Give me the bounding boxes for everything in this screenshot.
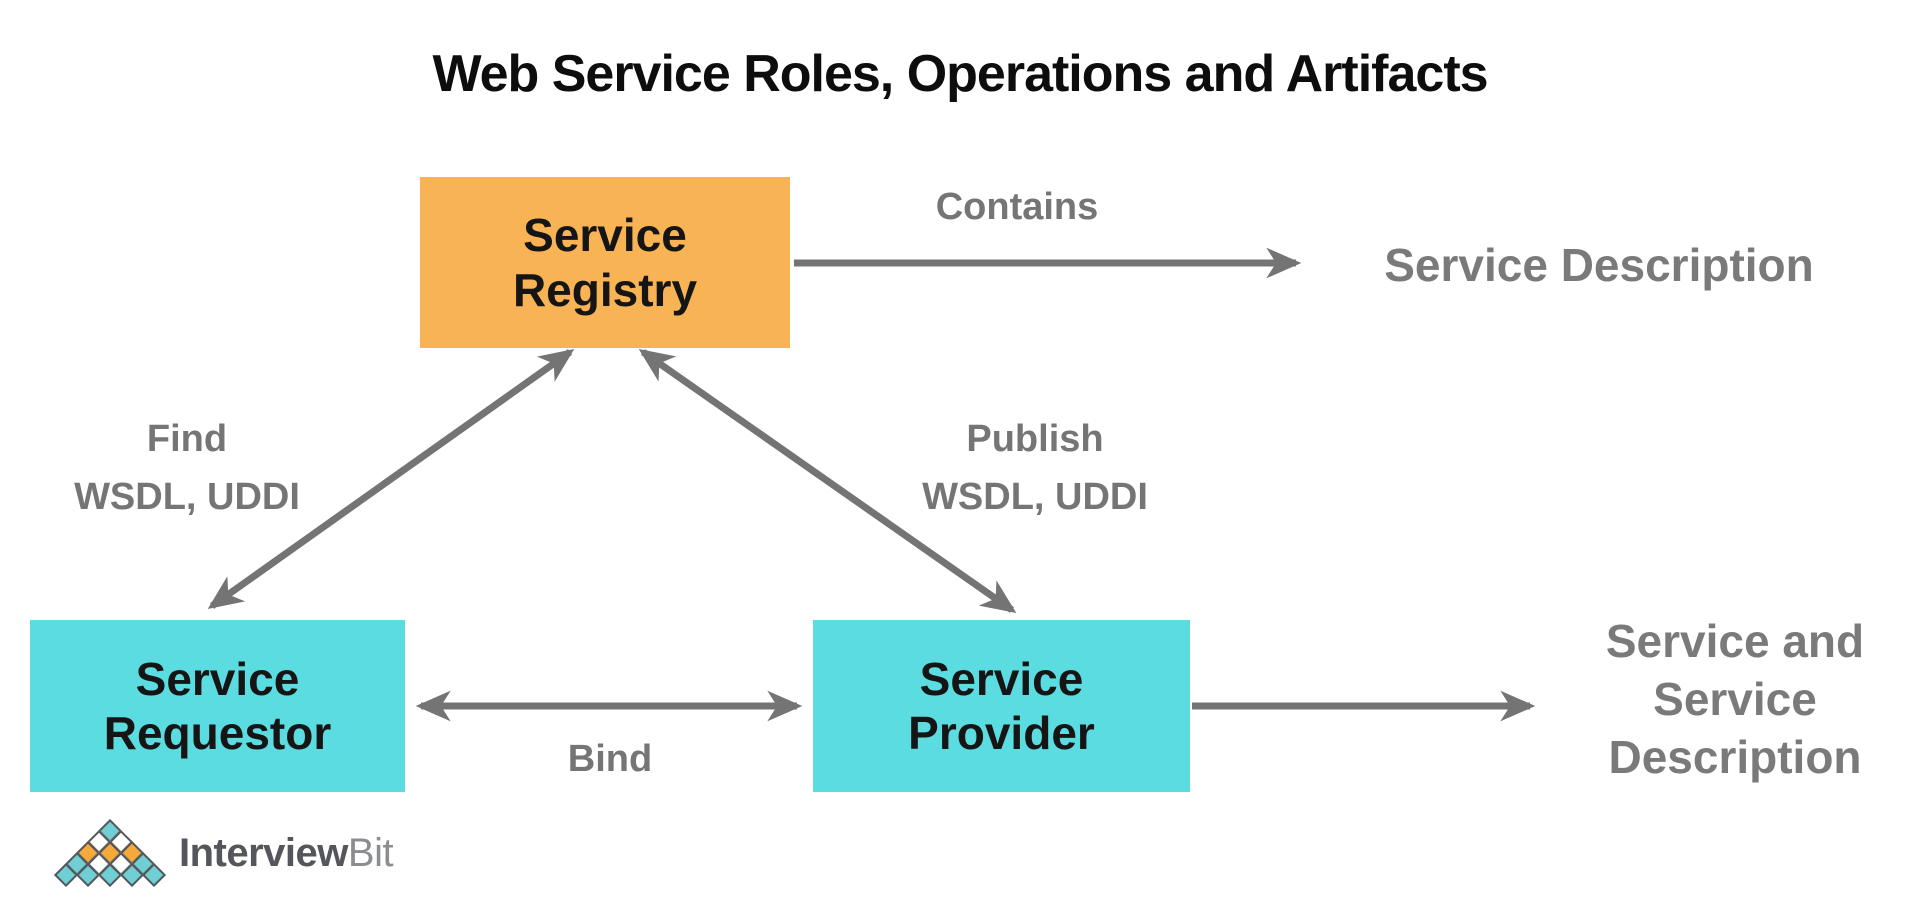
node-service-registry: Service Registry [420,177,790,348]
interviewbit-brand-text: InterviewBit [179,830,394,876]
brand-text-bit: Bit [347,830,394,875]
publish-arrow [638,348,1017,614]
diagram-title: Web Service Roles, Operations and Artifa… [432,45,1488,103]
publish-edge-label: Publish WSDL, UDDI [922,418,1148,518]
logo-diamond-teal [55,864,77,886]
brand-text-interview: Interview [179,830,348,875]
logo-diamond-teal [143,864,165,886]
service-and-service-description-text: Service and Service Description [1605,615,1865,783]
node-service-provider: Service Provider [813,620,1190,792]
logo-diamond-teal [99,864,121,886]
find-arrow [207,348,575,610]
node-service-requestor: Service Requestor [30,620,405,792]
bind-edge-label: Bind [567,738,653,780]
service-description-text: Service Description [1384,239,1814,291]
interviewbit-pyramid-icon [55,820,165,886]
find-edge-label: Find WSDL, UDDI [74,418,300,518]
contains-edge-label: Contains [935,186,1099,228]
logo-diamond-teal [77,864,99,886]
logo-diamond-teal [121,864,143,886]
interviewbit-logo: InterviewBit [55,820,394,886]
